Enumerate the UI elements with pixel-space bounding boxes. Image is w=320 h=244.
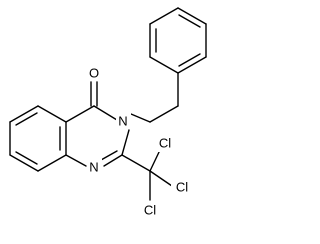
c-cl-bond <box>149 149 161 172</box>
atom-n1: N <box>87 158 102 175</box>
molecule-structure: O N N Cl Cl Cl <box>9 7 207 218</box>
bond <box>177 7 207 25</box>
bond <box>177 56 207 74</box>
double-bond-inner <box>178 53 201 67</box>
atom-n3: N <box>116 112 131 129</box>
chlorine-label: Cl <box>144 203 156 218</box>
bond <box>149 56 179 74</box>
c-cl-bond <box>149 170 173 187</box>
double-bond-inner <box>15 151 38 165</box>
bond <box>9 154 39 172</box>
bond <box>121 129 130 156</box>
atom-cl-top: Cl <box>154 135 176 152</box>
atom-cl-right: Cl <box>171 178 193 195</box>
benzo-ring <box>9 105 67 172</box>
double-bond-inner <box>178 14 201 28</box>
bond <box>93 105 118 121</box>
atom-o: O <box>86 64 101 81</box>
double-bond-inner <box>15 112 38 126</box>
nitrogen-label: N <box>89 160 98 175</box>
bond <box>149 7 179 25</box>
chlorine-label: Cl <box>159 136 171 151</box>
ccl3-bond <box>121 154 151 172</box>
double-bond-inner <box>100 150 118 161</box>
bond <box>65 154 87 167</box>
ch2-n3-bond <box>149 105 179 123</box>
chlorine-label: Cl <box>176 180 188 195</box>
atom-cl-bottom: Cl <box>139 201 161 218</box>
bond <box>103 154 123 167</box>
nitrogen-label: N <box>118 114 127 129</box>
bond <box>130 113 151 123</box>
bond <box>65 105 95 123</box>
pyrimidinone-ring <box>65 105 151 167</box>
bond <box>37 105 67 123</box>
bond <box>9 105 39 123</box>
benzyl-phenyl-ring <box>149 7 207 74</box>
bond <box>37 154 67 172</box>
oxygen-label: O <box>89 66 99 81</box>
